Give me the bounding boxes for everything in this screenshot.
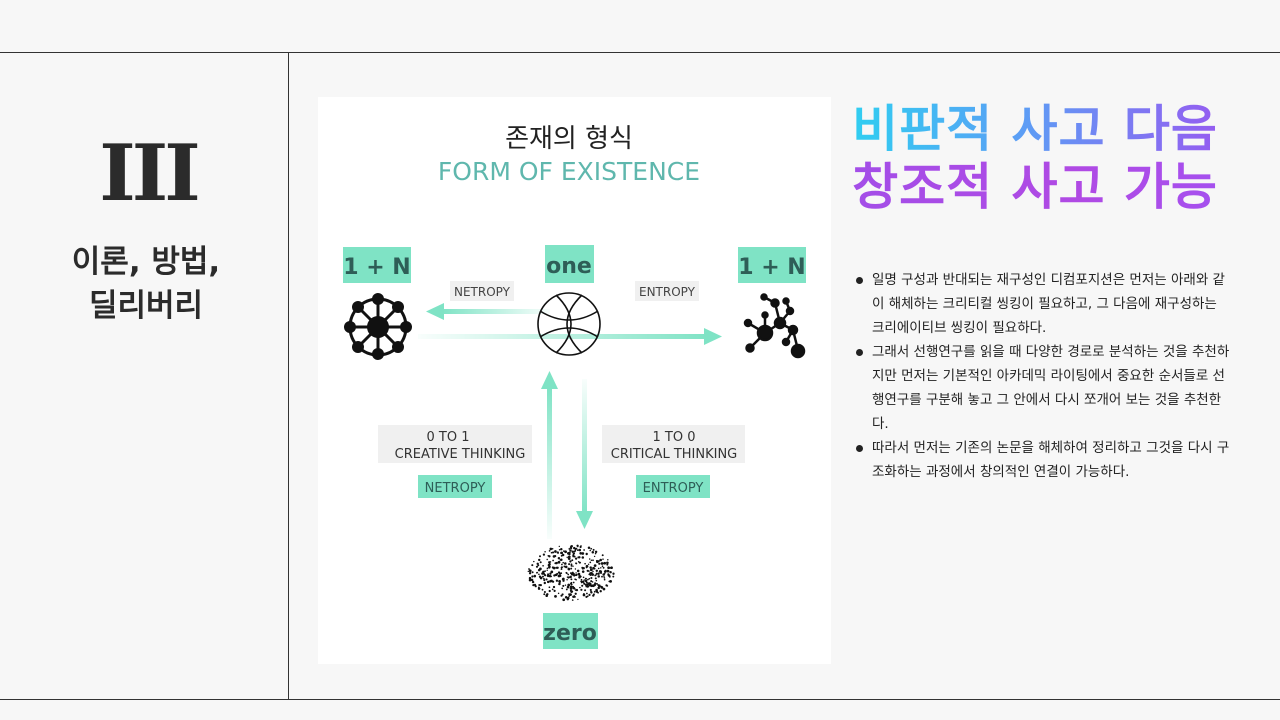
bullet-list: 일명 구성과 반대되는 재구성인 디컴포지션은 먼저는 아래와 같이 해체하는 …	[852, 268, 1232, 484]
bullet-item: 일명 구성과 반대되는 재구성인 디컴포지션은 먼저는 아래와 같이 해체하는 …	[852, 268, 1232, 340]
arrow-left	[426, 303, 550, 320]
bullet-item: 따라서 먼저는 기존의 논문을 해체하여 정리하고 그것을 다시 구조화하는 과…	[852, 436, 1232, 484]
entropy-tag: ENTROPY	[643, 481, 704, 496]
top-divider	[0, 52, 1280, 53]
label-center: one	[546, 254, 592, 279]
centralized-network-icon	[344, 293, 412, 360]
diagram-title-en: FORM OF EXISTENCE	[438, 157, 700, 186]
section-title-line2: 딜리버리	[0, 284, 292, 328]
critical-thinking-line2: CRITICAL THINKING	[611, 447, 738, 462]
bottom-divider	[0, 699, 1280, 700]
heading-line2: 창조적 사고 가능	[830, 158, 1240, 216]
section-title: 이론, 방법, 딜리버리	[0, 240, 292, 328]
diagram-title-ko: 존재의 형식	[505, 124, 633, 154]
creative-thinking-line1: 0 TO 1	[427, 430, 470, 445]
arrow-down	[576, 379, 593, 529]
heading-line1: 비판적 사고 다음	[830, 100, 1240, 158]
label-right: 1 + N	[738, 255, 805, 280]
critical-thinking-line1: 1 TO 0	[653, 430, 696, 445]
section-numeral: III	[0, 128, 296, 219]
label-bottom: zero	[543, 621, 597, 646]
arrow-right-label: ENTROPY	[639, 285, 696, 299]
diagram-svg: 존재의 형식 FORM OF EXISTENCE 1 + N one 1 + N…	[318, 97, 831, 664]
arrow-left-label: NETROPY	[454, 285, 511, 299]
creative-thinking-line2: CREATIVE THINKING	[395, 447, 526, 462]
label-left: 1 + N	[343, 255, 410, 280]
bullet-item: 그래서 선행연구를 읽을 때 다양한 경로로 분석하는 것을 추천하지만 먼저는…	[852, 340, 1232, 436]
section-title-line1: 이론, 방법,	[0, 240, 292, 284]
particle-cloud-icon	[528, 545, 615, 601]
form-of-existence-diagram: 존재의 형식 FORM OF EXISTENCE 1 + N one 1 + N…	[318, 97, 831, 664]
netropy-tag: NETROPY	[425, 481, 486, 496]
arrow-up	[541, 371, 558, 539]
distributed-network-icon	[745, 295, 804, 358]
globe-icon	[538, 293, 600, 355]
main-heading: 비판적 사고 다음 창조적 사고 가능	[830, 100, 1240, 216]
